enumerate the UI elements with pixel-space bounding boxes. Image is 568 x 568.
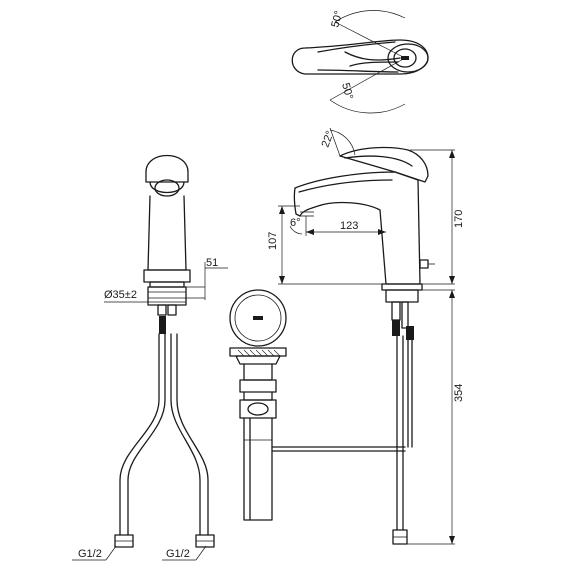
mount-width-label: 51 [206,257,218,269]
reach-spout-label: 123 [340,220,358,232]
height-total-label: 170 [453,210,465,228]
front-view: 51 Ø35±2 G1/2 G1/2 [72,154,228,561]
connection-right-label: G1/2 [166,548,190,560]
angle-lever-label: 22° [320,129,337,149]
angle-top-label-1: 50° [329,10,345,29]
hole-diameter-label: Ø35±2 [104,289,137,301]
hose-length-label: 354 [453,384,465,402]
top-view: 50° 50° [291,10,429,114]
side-view: 22° 170 107 123 6° 354 [267,127,465,545]
connection-left-label: G1/2 [78,548,102,560]
angle-top-label-2: 50° [339,82,355,101]
height-spout-label: 107 [267,232,279,250]
drain-assembly [229,289,406,521]
angle-spout-label: 6° [290,217,301,229]
